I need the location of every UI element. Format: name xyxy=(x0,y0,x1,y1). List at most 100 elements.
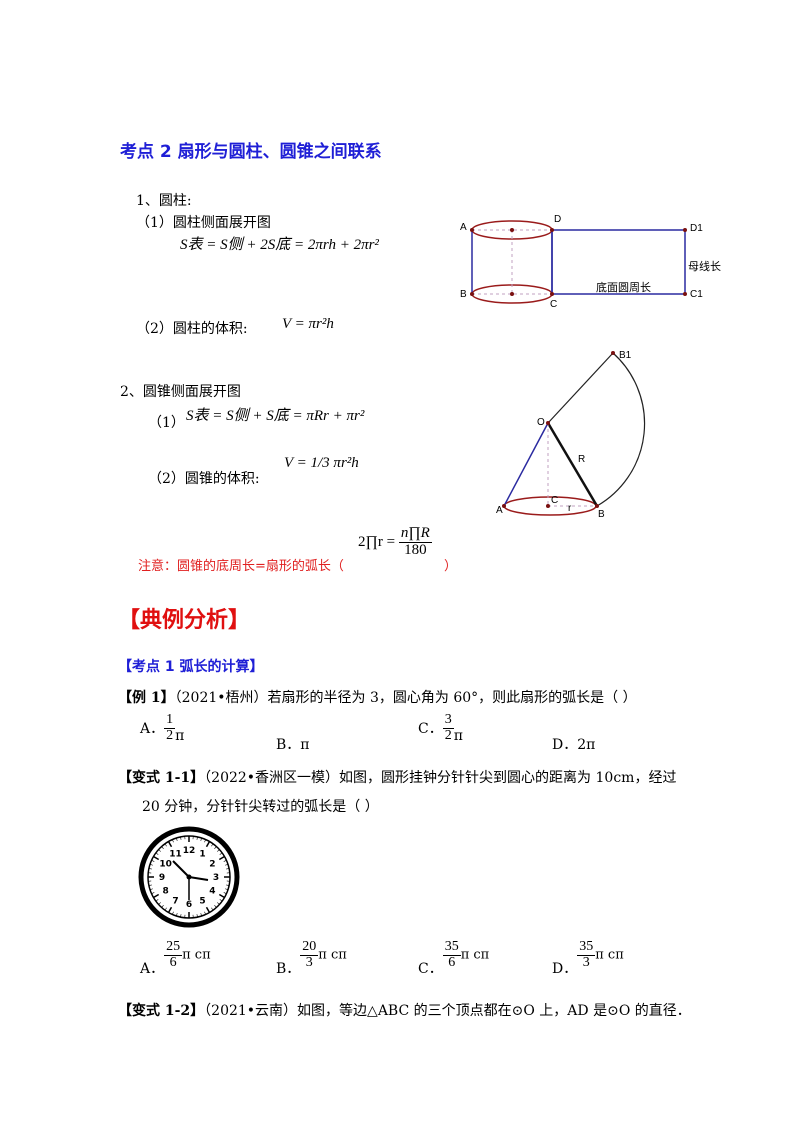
fraction-num: 1 xyxy=(164,712,176,729)
clock-tick xyxy=(155,899,159,902)
ex1-option-d[interactable]: D．2π xyxy=(552,734,595,754)
sector-arc xyxy=(596,352,646,507)
clock-tick xyxy=(158,902,161,905)
cyl-label-base: 底面圆周长 xyxy=(596,282,651,294)
note-fraction-den: 180 xyxy=(404,541,427,558)
clock-number: 7 xyxy=(172,896,178,906)
clock-tick xyxy=(219,899,223,902)
option-letter: D． xyxy=(552,961,578,978)
clock-tick xyxy=(172,911,174,915)
cone-label-a: A xyxy=(496,505,503,516)
variant-1-1-text: （2022•香洲区一模）如图，圆形挂钟分针针尖到圆心的距离为 10cm，经过 xyxy=(204,770,677,786)
clock-tick xyxy=(167,841,173,848)
clock-number: 12 xyxy=(183,846,196,856)
variant-1-2-text: （2021•云南）如图，等边△ABC 的三个顶点都在⊙O 上，AD 是⊙O 的直… xyxy=(204,1003,691,1019)
clock-tick xyxy=(223,892,227,894)
fraction-den: 3 xyxy=(582,954,590,970)
option-text: 2π xyxy=(577,737,596,753)
clock-tick xyxy=(225,888,229,890)
fraction-den: 2 xyxy=(444,727,452,743)
clock-tick xyxy=(218,855,225,861)
clock-number: 1 xyxy=(199,850,205,860)
cone-label-r-small: r xyxy=(568,503,572,514)
cone-label-b1: B1 xyxy=(619,350,632,361)
ex1-option-b[interactable]: B．π xyxy=(276,734,310,754)
option-letter: B． xyxy=(276,961,301,978)
note-close: ） xyxy=(444,559,458,574)
note-label: 注意：圆锥的底周长=扇形的弧长（ xyxy=(138,559,344,574)
variant-1-1: 【变式 1-1】（2022•香洲区一模）如图，圆形挂钟分针针尖到圆心的距离为 1… xyxy=(118,767,676,787)
clock-number: 6 xyxy=(186,900,192,910)
note-text: 注意：圆锥的底周长=扇形的弧长（ xyxy=(138,555,344,574)
clock-number: 11 xyxy=(169,850,182,860)
cylinder-volume-formula: V = πr²h xyxy=(282,316,334,332)
clock-tick xyxy=(153,893,160,899)
clock-tick xyxy=(155,852,159,855)
clock-tick xyxy=(153,855,160,861)
clock-tick xyxy=(219,852,223,855)
fraction-num: 25 xyxy=(164,939,183,956)
note-fraction-num: n∏R xyxy=(398,525,432,543)
option-letter: B． xyxy=(276,737,301,753)
clock-tick xyxy=(226,884,230,886)
fraction-den: 2 xyxy=(166,727,174,743)
cone-surface-formula: S表 = S侧 + S底 = πRr + πr² xyxy=(186,408,365,424)
clock-tick xyxy=(148,868,152,870)
cylinder-net-diagram xyxy=(470,220,687,304)
clock-tick xyxy=(167,906,173,913)
clock-tick xyxy=(214,846,217,849)
option-tail: π cπ xyxy=(595,947,624,963)
cylinder-surface-formula: S表 = S侧 + 2S底 = 2πrh + 2πr² xyxy=(180,237,379,253)
option-letter: C． xyxy=(418,961,443,978)
option-text: π xyxy=(300,737,310,753)
clock-tick xyxy=(200,913,202,917)
fraction-den: 6 xyxy=(169,954,177,970)
clock-tick xyxy=(164,907,167,911)
cylinder-item-2: （2）圆柱的体积: xyxy=(136,321,248,337)
clock-tick xyxy=(211,843,214,847)
variant-1-2-tag: 【变式 1-2】 xyxy=(118,1003,205,1019)
cyl-label-a: A xyxy=(460,222,467,233)
section-title: 考点 2 扇形与圆柱、圆锥之间联系 xyxy=(120,142,382,162)
clock-number: 8 xyxy=(162,887,168,897)
example-1-text: （2021•梧州）若扇形的半径为 3，圆心角为 60°，则此扇形的弧长是（ ） xyxy=(174,690,637,706)
clock-tick xyxy=(218,893,225,899)
cyl-label-b: B xyxy=(460,289,467,300)
unrolled-rectangle xyxy=(551,229,686,295)
fraction-num: 35 xyxy=(442,939,461,956)
clock-tick xyxy=(226,868,230,870)
clock-tick xyxy=(217,902,220,905)
cone-item-1: （1） xyxy=(148,415,185,431)
option-letter: A． xyxy=(140,721,165,738)
example-1: 【例 1】（2021•梧州）若扇形的半径为 3，圆心角为 60°，则此扇形的弧长… xyxy=(118,687,637,707)
clock-tick xyxy=(151,892,155,894)
variant-1-1-text-line2: 20 分钟，分针针尖转过的弧长是（ ） xyxy=(142,799,379,815)
fraction-den: 3 xyxy=(305,954,313,970)
clock-tick xyxy=(176,837,178,841)
cone-net-diagram xyxy=(502,351,646,516)
clock-tick xyxy=(196,914,198,918)
clock-tick xyxy=(217,849,220,852)
variant-1-1-tag: 【变式 1-1】 xyxy=(118,770,205,786)
clock-number: 2 xyxy=(209,860,215,870)
clock-tick xyxy=(205,841,211,848)
clock-tick xyxy=(176,913,178,917)
note-fraction: n∏R 180 xyxy=(398,525,432,559)
clock-tick xyxy=(214,905,217,908)
cone-item-2: （2）圆锥的体积: xyxy=(148,471,260,487)
cylinder-item-1: （1）圆柱侧面展开图 xyxy=(136,215,271,231)
clock-tick xyxy=(161,846,164,849)
option-tail: π cπ xyxy=(318,947,347,963)
clock-tick xyxy=(200,837,202,841)
clock-tick xyxy=(223,860,227,862)
